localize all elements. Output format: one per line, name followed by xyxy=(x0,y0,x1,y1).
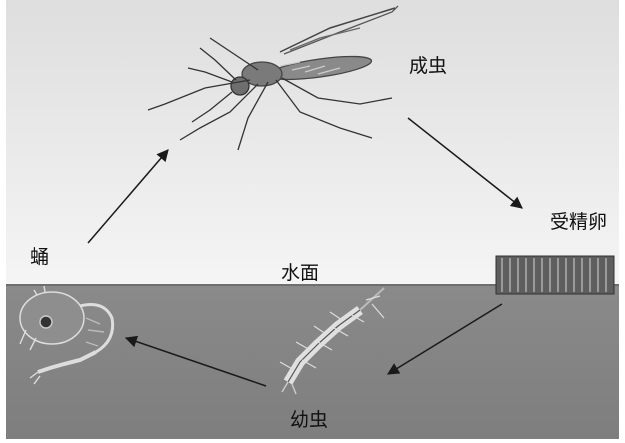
label-egg: 受精卵 xyxy=(550,207,607,234)
label-water-surface: 水面 xyxy=(281,258,319,285)
label-pupa: 蛹 xyxy=(30,242,49,269)
label-larva: 幼虫 xyxy=(290,405,328,432)
label-adult: 成虫 xyxy=(409,51,447,78)
egg-raft-icon xyxy=(496,256,614,294)
